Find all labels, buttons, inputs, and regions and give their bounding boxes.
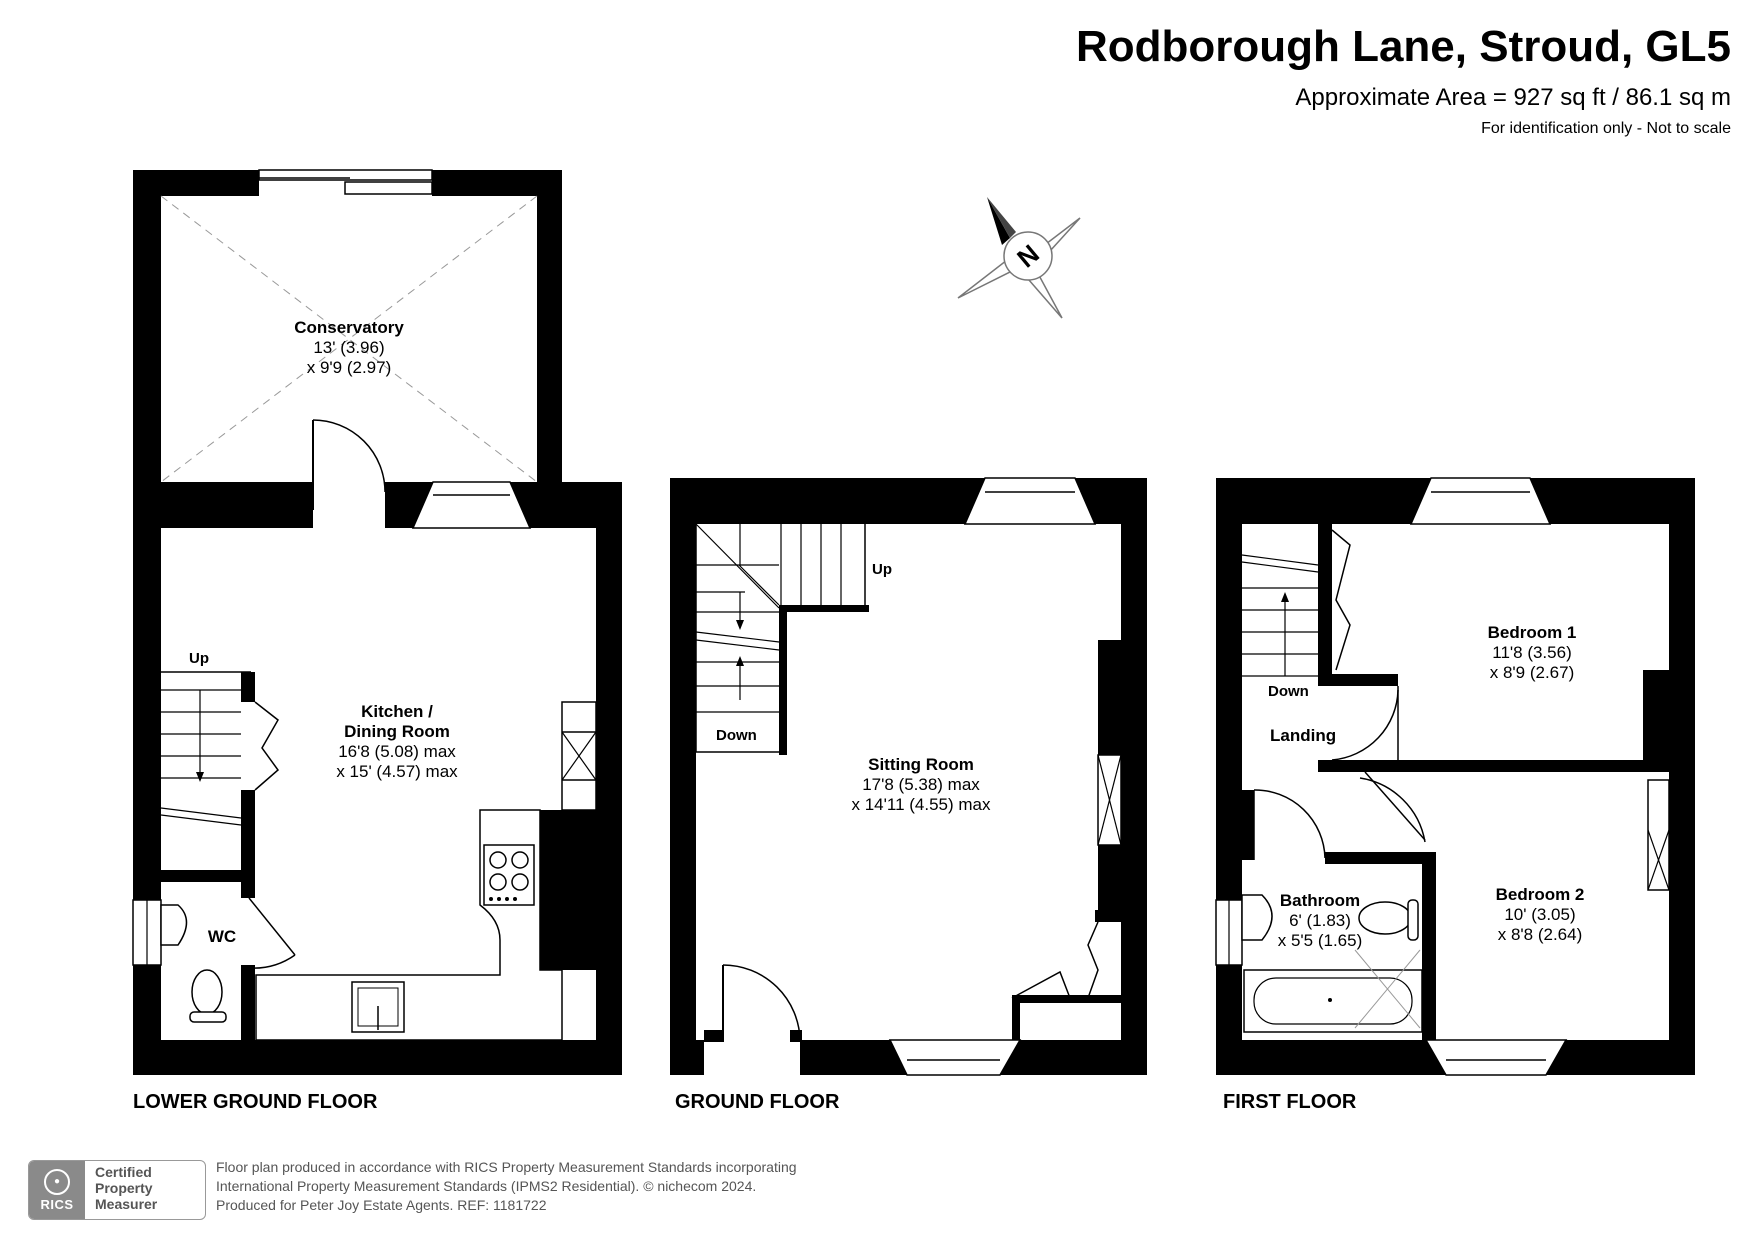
- badge-line3: Measurer: [95, 1196, 158, 1212]
- ground-floor-plan: [670, 477, 1147, 1076]
- disclaimer-note: For identification only - Not to scale: [1481, 120, 1731, 137]
- first-floor-plan: [1215, 477, 1695, 1076]
- footer-line2: International Property Measurement Stand…: [216, 1178, 757, 1194]
- bedroom2-dim2: x 8'8 (2.64): [1498, 925, 1583, 944]
- conservatory-dim2: x 9'9 (2.97): [307, 358, 392, 377]
- lower-ground-floor-label: LOWER GROUND FLOOR: [133, 1091, 378, 1113]
- kitchen-dim2: x 15' (4.57) max: [336, 762, 458, 781]
- bedroom2-label: Bedroom 2: [1496, 885, 1585, 904]
- conservatory-dim1: 13' (3.96): [313, 338, 384, 357]
- conservatory-label: Conservatory: [294, 318, 404, 337]
- bedroom1-dim1: 11'8 (3.56): [1492, 643, 1571, 662]
- bathroom-dim1: 6' (1.83): [1289, 911, 1351, 930]
- rics-lion-icon: ●: [44, 1168, 70, 1195]
- footer-disclaimer: Floor plan produced in accordance with R…: [216, 1158, 797, 1215]
- ground-stairs-down-label: Down: [716, 727, 757, 744]
- sitting-room-dim1: 17'8 (5.38) max: [862, 775, 980, 794]
- ground-stairs-up-label: Up: [872, 561, 892, 578]
- rics-logo: ● RICS: [29, 1161, 85, 1219]
- lower-ground-floor-plan: [132, 169, 622, 1075]
- bathroom-dim2: x 5'5 (1.65): [1278, 931, 1363, 950]
- lower-stairs-up-label: Up: [189, 650, 209, 667]
- footer-line1: Floor plan produced in accordance with R…: [216, 1159, 797, 1175]
- rics-certified-badge: ● RICS Certified Property Measurer: [28, 1160, 206, 1220]
- badge-line2: Property: [95, 1180, 153, 1196]
- landing-label: Landing: [1270, 726, 1336, 745]
- footer-line3: Produced for Peter Joy Estate Agents. RE…: [216, 1197, 547, 1213]
- badge-line1: Certified: [95, 1164, 152, 1180]
- first-floor-label: FIRST FLOOR: [1223, 1091, 1357, 1113]
- bedroom2-dim1: 10' (3.05): [1504, 905, 1575, 924]
- approximate-area: Approximate Area = 927 sq ft / 86.1 sq m: [1295, 84, 1731, 111]
- kitchen-label-line2: Dining Room: [344, 722, 450, 741]
- bedroom1-dim2: x 8'9 (2.67): [1490, 663, 1575, 682]
- compass-rose-icon: N: [957, 197, 1081, 319]
- rics-text: RICS: [40, 1196, 74, 1212]
- sitting-room-dim2: x 14'11 (4.55) max: [852, 795, 991, 814]
- kitchen-label-line1: Kitchen /: [361, 702, 433, 721]
- bedroom1-label: Bedroom 1: [1488, 623, 1577, 642]
- wc-label: WC: [208, 927, 236, 946]
- sitting-room-label: Sitting Room: [868, 755, 974, 774]
- first-stairs-down-label: Down: [1268, 683, 1309, 700]
- kitchen-dim1: 16'8 (5.08) max: [338, 742, 456, 761]
- bathroom-label: Bathroom: [1280, 891, 1360, 910]
- property-title: Rodborough Lane, Stroud, GL5: [1075, 22, 1731, 71]
- ground-floor-label: GROUND FLOOR: [675, 1091, 840, 1113]
